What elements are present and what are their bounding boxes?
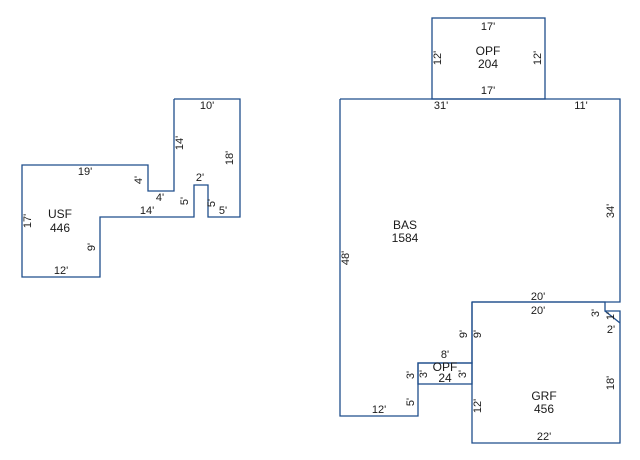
usf-dim-bottom-12: 12' <box>54 265 68 277</box>
opf-small-area-size: 24 <box>438 371 452 385</box>
opf-top-area-size: 204 <box>478 57 498 71</box>
grf-area-name: GRF <box>531 389 556 403</box>
usf-dim-left-17: 17' <box>22 214 34 228</box>
usf-dim-step-2: 2' <box>196 172 204 184</box>
grf-dim-bottom: 22' <box>537 431 551 443</box>
bas-dim-right-34: 34' <box>605 204 617 218</box>
bas-outline <box>339 98 621 417</box>
grf-dim-right-18: 18' <box>605 376 617 390</box>
usf-outline <box>21 98 241 278</box>
opf-top-dim-top: 17' <box>481 21 495 33</box>
grf-dim-top-20a: 20' <box>531 291 545 303</box>
grf-dim-right-1: 1' <box>605 312 617 320</box>
usf-dim-step-4b: 4' <box>156 192 164 204</box>
opf-small-area-name: OPF <box>433 360 458 374</box>
grf-area-size: 456 <box>534 402 554 416</box>
usf-dim-top-left: 19' <box>78 166 92 178</box>
usf-dim-mid-14: 14' <box>140 205 154 217</box>
usf-dim-top-right: 10' <box>200 100 214 112</box>
usf-dim-right-18: 18' <box>224 151 236 165</box>
bas-dim-inner-5: 5' <box>405 398 417 406</box>
opf-top-area-name: OPF <box>476 44 501 58</box>
usf-dim-notch-14: 14' <box>174 136 186 150</box>
bas-dim-bottom-12: 12' <box>372 404 386 416</box>
grf-outline <box>471 301 621 444</box>
usf-dim-step-5c: 5' <box>219 205 227 217</box>
bas-dim-left-48: 48' <box>340 251 352 265</box>
grf-dim-right-3: 3' <box>590 309 602 317</box>
usf-dim-step-5a: 5' <box>179 197 191 205</box>
usf-area-size: 446 <box>50 221 70 235</box>
grf-notch-line <box>604 310 621 324</box>
bas-area-name: BAS <box>393 218 417 232</box>
usf-dim-step-4a: 4' <box>133 176 145 184</box>
bas-dim-top-11: 11' <box>574 100 588 112</box>
grf-dim-inner-9: 9' <box>472 330 484 338</box>
grf-dim-left-9: 9' <box>458 330 470 338</box>
usf-area-name: USF <box>48 207 72 221</box>
bas-area-size: 1584 <box>392 231 419 245</box>
usf-dim-step-5b: 5' <box>206 199 218 207</box>
opf-small-dim-right: 3' <box>457 370 469 378</box>
opf-top-dim-right: 12' <box>532 51 544 65</box>
usf-dim-left-9: 9' <box>86 243 98 251</box>
grf-dim-top-20b: 20' <box>531 305 545 317</box>
bas-dim-top-31: 31' <box>434 100 448 112</box>
opf-small-dim-left: 3' <box>418 370 430 378</box>
bas-dim-inner-3: 3' <box>405 371 417 379</box>
grf-dim-left-12: 12' <box>472 399 484 413</box>
opf-top-dim-bottom: 17' <box>481 85 495 97</box>
grf-dim-right-2: 2' <box>607 324 615 336</box>
opf-small-dim-top: 8' <box>441 349 449 361</box>
opf-top-dim-left: 12' <box>432 51 444 65</box>
